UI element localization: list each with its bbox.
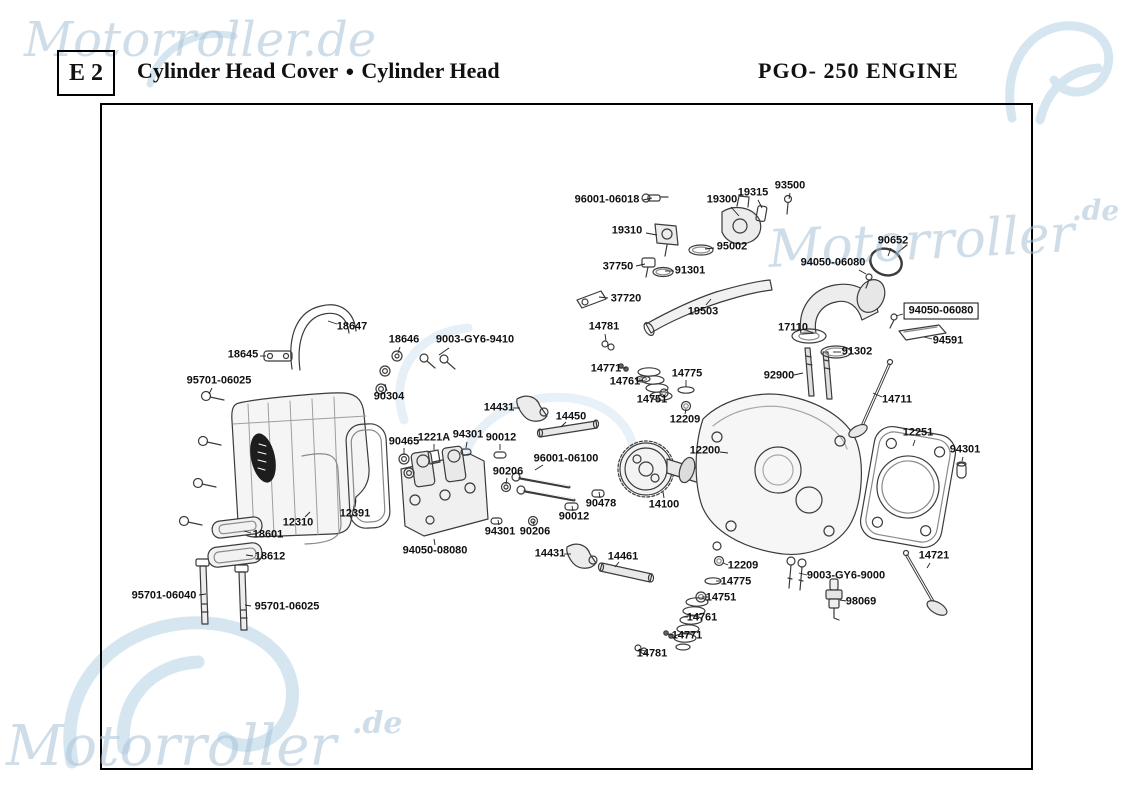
dowel-pin-right-drawing xyxy=(956,461,967,479)
rocker-bracket-drawing xyxy=(398,445,507,537)
title-bullet-icon: ● xyxy=(345,64,355,80)
thermostat-housing-drawing xyxy=(641,193,793,278)
diagram-border xyxy=(100,103,1033,770)
upper-valve-spring-drawing xyxy=(618,363,695,412)
valve-cover-drawing xyxy=(231,392,370,538)
head-gasket-drawing xyxy=(859,425,957,549)
head-bolts-drawing xyxy=(786,556,807,591)
breather-pipe-drawing xyxy=(263,304,357,371)
cover-gaskets-drawing xyxy=(301,423,391,545)
intake-manifold-drawing xyxy=(791,244,947,359)
page-title: Cylinder Head Cover ● Cylinder Head xyxy=(137,58,500,84)
engine-model-label: PGO- 250 ENGINE xyxy=(758,58,959,83)
cover-plates-drawing xyxy=(207,516,263,568)
water-pipe-drawing xyxy=(576,279,773,351)
title-left: Cylinder Head Cover xyxy=(137,58,339,83)
cylinder-head-drawing xyxy=(695,347,862,555)
title-right: Cylinder Head xyxy=(361,58,500,83)
section-code: E 2 xyxy=(68,59,103,86)
lower-valve-spring-drawing xyxy=(634,555,725,655)
small-fasteners-top-drawing xyxy=(375,350,456,395)
spark-plug-drawing xyxy=(825,578,843,621)
section-code-box: E 2 xyxy=(57,50,115,96)
